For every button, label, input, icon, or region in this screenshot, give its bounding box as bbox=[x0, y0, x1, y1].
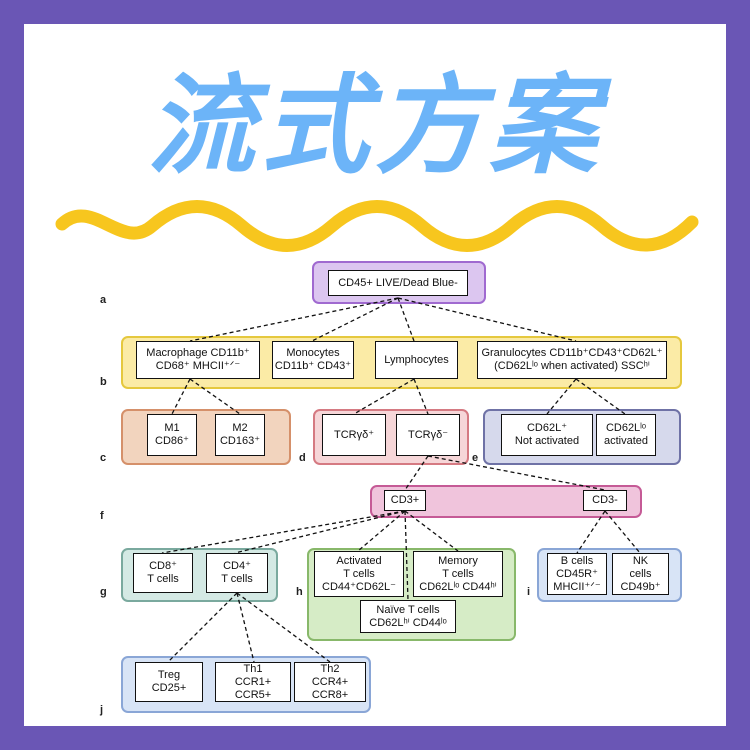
node-monocytes: Monocytes CD11b⁺ CD43⁺ bbox=[272, 341, 354, 379]
node-granulocytes: Granulocytes CD11b⁺CD43⁺CD62L⁺ (CD62Lˡᵒ … bbox=[477, 341, 667, 379]
node-macrophage: Macrophage CD11b⁺ CD68⁺ MHCII⁺ᐟ⁻ bbox=[136, 341, 260, 379]
page-title: 流式方案 bbox=[146, 64, 603, 189]
node-cd4: CD4⁺ T cells bbox=[206, 553, 268, 593]
node-cd62l-pos: CD62L⁺ Not activated bbox=[501, 414, 593, 456]
node-cd8: CD8⁺ T cells bbox=[133, 553, 193, 593]
row-label-e: e bbox=[472, 452, 479, 464]
row-label-h: h bbox=[296, 586, 303, 598]
node-tcrgd-pos: TCRγδ⁺ bbox=[322, 414, 386, 456]
node-nkcells: NK cells CD49b⁺ bbox=[612, 553, 669, 595]
node-lymphocytes: Lymphocytes bbox=[375, 341, 458, 379]
node-th2: Th2 CCR4+ CCR8+ bbox=[294, 662, 366, 702]
node-bcells: B cells CD45R⁺ MHCII⁺ᐟ⁻ bbox=[547, 553, 607, 595]
node-treg: Treg CD25+ bbox=[135, 662, 203, 702]
row-label-g: g bbox=[100, 586, 107, 598]
row-label-f: f bbox=[100, 510, 104, 522]
row-label-b: b bbox=[100, 376, 107, 388]
node-naive-tcells: Naïve T cells CD62Lʰⁱ CD44ˡᵒ bbox=[360, 600, 456, 633]
node-m2: M2 CD163⁺ bbox=[215, 414, 265, 456]
row-label-d: d bbox=[299, 452, 306, 464]
node-tcrgd-neg: TCRγδ⁻ bbox=[396, 414, 460, 456]
node-m1: M1 CD86⁺ bbox=[147, 414, 197, 456]
node-cd62l-lo: CD62Lˡᵒ activated bbox=[596, 414, 656, 456]
node-cd3-neg: CD3- bbox=[583, 490, 627, 511]
row-label-c: c bbox=[100, 452, 107, 464]
node-memory-tcells: Memory T cells CD62Lˡᵒ CD44ʰⁱ bbox=[413, 551, 503, 597]
node-live-dead: CD45+ LIVE/Dead Blue- bbox=[328, 270, 468, 296]
node-activated-tcells: Activated T cells CD44⁺CD62L⁻ bbox=[314, 551, 404, 597]
node-th1: Th1 CCR1+ CCR5+ bbox=[215, 662, 291, 702]
row-label-j: j bbox=[100, 704, 104, 716]
row-label-i: i bbox=[527, 586, 531, 598]
node-cd3-pos: CD3+ bbox=[384, 490, 426, 511]
row-label-a: a bbox=[100, 294, 107, 306]
